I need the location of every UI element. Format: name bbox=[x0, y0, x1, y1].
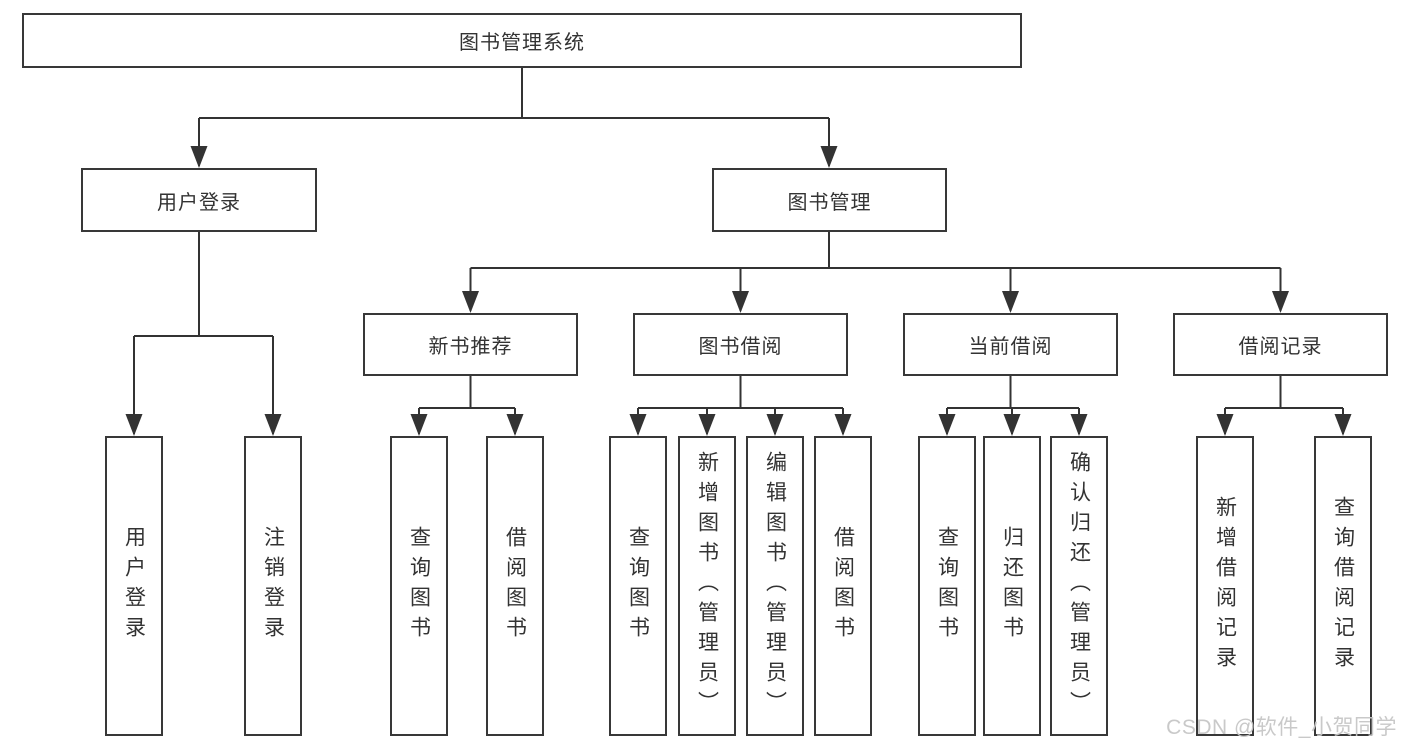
node-current-borrow-label: 当前借阅 bbox=[968, 336, 1053, 358]
leaf-logout: 注销登录 bbox=[244, 436, 302, 736]
node-new-books: 新书推荐 bbox=[363, 313, 578, 376]
leaf-borrow-edit: 编辑图书（管理员） bbox=[746, 436, 804, 736]
leaf-user-login: 用户登录 bbox=[105, 436, 163, 736]
connector-borrow-records bbox=[1224, 376, 1344, 434]
node-borrow-records: 借阅记录 bbox=[1173, 313, 1388, 376]
leaf-current-query: 查询图书 bbox=[918, 436, 976, 736]
leaf-borrow-query-label: 查询图书 bbox=[626, 526, 650, 646]
leaf-current-return-label: 归还图书 bbox=[1000, 526, 1024, 646]
leaf-records-add: 新增借阅记录 bbox=[1196, 436, 1254, 736]
arrowhead bbox=[629, 414, 647, 436]
leaf-borrow-book: 借阅图书 bbox=[814, 436, 872, 736]
arrowhead bbox=[1070, 414, 1088, 436]
arrowhead bbox=[1334, 414, 1352, 436]
leaf-logout-label: 注销登录 bbox=[261, 526, 285, 646]
leaf-user-login-label: 用户登录 bbox=[122, 526, 146, 646]
arrowhead bbox=[506, 414, 524, 436]
arrowhead bbox=[410, 414, 428, 436]
arrowhead bbox=[462, 291, 479, 313]
arrowhead bbox=[834, 414, 852, 436]
arrowhead bbox=[1003, 414, 1021, 436]
node-new-books-label: 新书推荐 bbox=[428, 336, 513, 358]
leaf-records-query-label: 查询借阅记录 bbox=[1331, 496, 1355, 676]
arrowhead bbox=[264, 414, 282, 436]
leaf-records-query: 查询借阅记录 bbox=[1314, 436, 1372, 736]
leaf-current-confirm-label: 确认归还（管理员） bbox=[1067, 451, 1091, 721]
leaf-new-books-query: 查询图书 bbox=[390, 436, 448, 736]
watermark: CSDN @软件_小贺同学 bbox=[1166, 716, 1397, 739]
connector-book-mgmt bbox=[469, 232, 1282, 311]
leaf-borrow-query: 查询图书 bbox=[609, 436, 667, 736]
node-root-label: 图书管理系统 bbox=[459, 32, 585, 54]
leaf-current-return: 归还图书 bbox=[983, 436, 1041, 736]
node-book-borrow: 图书借阅 bbox=[633, 313, 848, 376]
leaf-borrow-book-label: 借阅图书 bbox=[831, 526, 855, 646]
node-user-login-label: 用户登录 bbox=[157, 191, 241, 214]
arrowhead bbox=[190, 146, 208, 168]
leaf-current-confirm: 确认归还（管理员） bbox=[1050, 436, 1108, 736]
leaf-borrow-add-label: 新增图书（管理员） bbox=[695, 451, 719, 721]
node-root: 图书管理系统 bbox=[22, 13, 1022, 68]
arrowhead bbox=[125, 414, 143, 436]
arrowhead bbox=[1272, 291, 1289, 313]
leaf-records-add-label: 新增借阅记录 bbox=[1213, 496, 1237, 676]
connector-user-login bbox=[133, 232, 274, 434]
arrowhead bbox=[766, 414, 784, 436]
connector-book-borrow bbox=[637, 376, 844, 434]
leaf-borrow-add: 新增图书（管理员） bbox=[678, 436, 736, 736]
arrowhead bbox=[698, 414, 716, 436]
leaf-new-books-borrow: 借阅图书 bbox=[486, 436, 544, 736]
leaf-new-books-borrow-label: 借阅图书 bbox=[503, 526, 527, 646]
arrowhead bbox=[1002, 291, 1019, 313]
node-borrow-records-label: 借阅记录 bbox=[1238, 336, 1323, 358]
leaf-borrow-edit-label: 编辑图书（管理员） bbox=[763, 451, 787, 721]
node-book-mgmt: 图书管理 bbox=[712, 168, 947, 232]
node-current-borrow: 当前借阅 bbox=[903, 313, 1118, 376]
connector-root bbox=[198, 68, 830, 166]
node-book-mgmt-label: 图书管理 bbox=[787, 191, 872, 214]
node-user-login: 用户登录 bbox=[81, 168, 317, 232]
arrowhead bbox=[1216, 414, 1234, 436]
arrowhead bbox=[938, 414, 956, 436]
node-book-borrow-label: 图书借阅 bbox=[698, 336, 783, 358]
leaf-current-query-label: 查询图书 bbox=[935, 526, 959, 646]
arrowhead bbox=[820, 146, 838, 168]
connector-current-borrow bbox=[946, 376, 1080, 434]
leaf-new-books-query-label: 查询图书 bbox=[407, 526, 431, 646]
arrowhead bbox=[732, 291, 749, 313]
connector-new-books bbox=[418, 376, 516, 434]
